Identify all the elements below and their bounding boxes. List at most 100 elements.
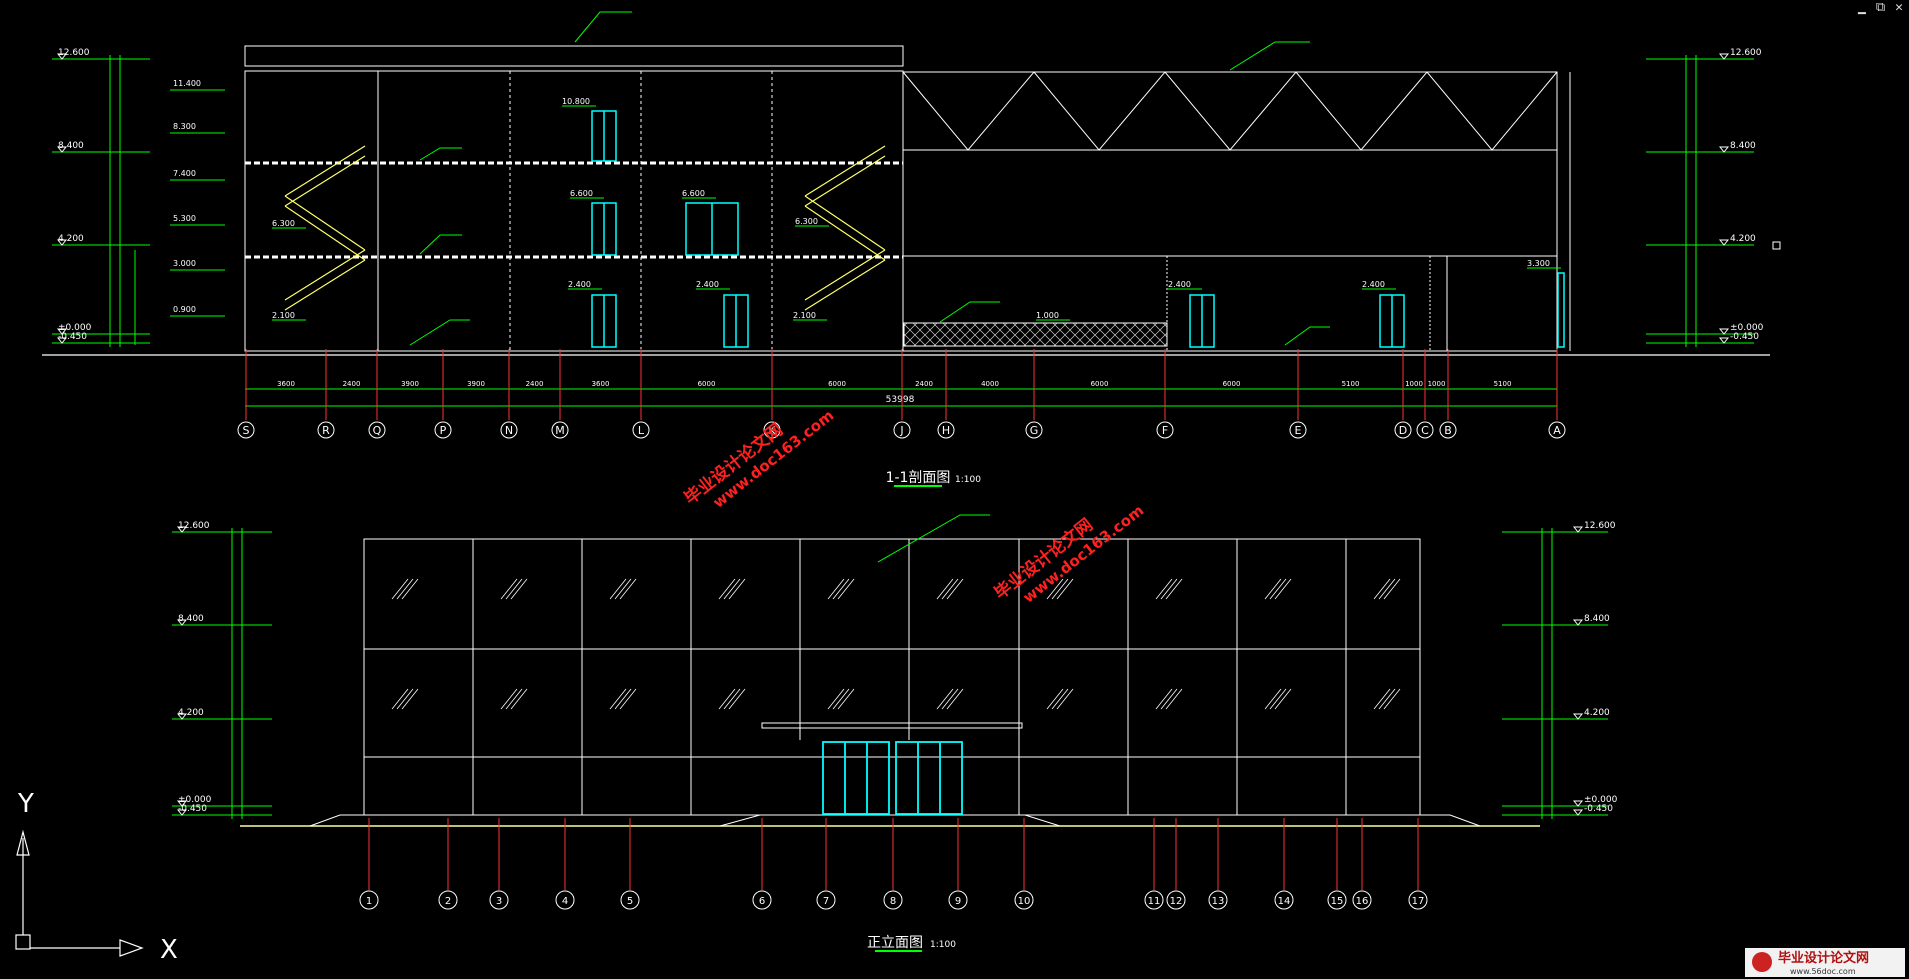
bay-dim-label: 5100 [1342, 380, 1360, 388]
room-level-label: 6.300 [795, 217, 818, 226]
section-axis-label: P [440, 424, 447, 437]
level-marker-icon [1718, 146, 1730, 153]
level-marker-icon [1572, 809, 1584, 816]
inner-level-label: 0.900 [173, 305, 196, 314]
bay-dim-label: 3600 [592, 380, 610, 388]
reflection-mark [1383, 578, 1401, 600]
front-axis-bubble [1166, 890, 1186, 910]
section-axis-bubble [237, 421, 255, 439]
front-axis-label: 5 [627, 896, 633, 907]
level-label: 12.600 [58, 48, 90, 58]
section-axis-bubble [763, 421, 781, 439]
reflection-mark [936, 578, 954, 600]
level-marker-icon [1718, 239, 1730, 246]
reflection-mark [728, 688, 746, 710]
front-axis-label: 13 [1212, 896, 1225, 907]
inner-level-label: 11.400 [173, 79, 201, 88]
reflection-mark [1264, 688, 1282, 710]
reflection-mark [1264, 578, 1282, 600]
front-axis-label: 14 [1278, 896, 1291, 907]
restore-button[interactable]: ⧉ [1875, 0, 1886, 15]
inner-level-label: 8.300 [173, 122, 196, 131]
reflection-mark [500, 688, 518, 710]
reflection-mark [1373, 688, 1391, 710]
level-label: 4.200 [58, 234, 84, 244]
reflection-mark [510, 688, 528, 710]
front-axis-bubble [359, 890, 379, 910]
site-logo: 毕业设计论文网 www.56doc.com [1745, 948, 1905, 977]
reflection-mark [619, 578, 637, 600]
reflection-mark [1269, 578, 1287, 600]
bay-dim-label: 4000 [981, 380, 999, 388]
level-label: 12.600 [1584, 521, 1616, 531]
reflection-mark [1378, 688, 1396, 710]
reflection-mark [936, 688, 954, 710]
reflection-mark [946, 688, 964, 710]
reflection-mark [401, 688, 419, 710]
room-level-label: 3.300 [1527, 259, 1550, 268]
room-level-label: 1.000 [1036, 311, 1059, 320]
inner-level-label: 5.300 [173, 214, 196, 223]
level-marker-icon [1572, 800, 1584, 807]
section-axis-label: G [1030, 424, 1039, 437]
reflection-mark [614, 688, 632, 710]
front-axis-bubble [620, 890, 640, 910]
bay-dim-label: 2400 [343, 380, 361, 388]
section-axis-bubble [368, 421, 386, 439]
bay-dim-label: 6000 [828, 380, 846, 388]
section-axis-bubble [1416, 421, 1434, 439]
reflection-mark [1046, 688, 1064, 710]
section-axis-bubble [1439, 421, 1457, 439]
level-marker-icon [56, 146, 68, 153]
reflection-mark [1155, 688, 1173, 710]
front-axis-label: 1 [366, 896, 372, 907]
level-label: ±0.000 [1584, 795, 1618, 805]
reflection-mark [1046, 578, 1064, 600]
front-title: 正立面图 [867, 935, 923, 951]
level-label: 8.400 [178, 614, 204, 624]
front-axis-label: 12 [1170, 896, 1183, 907]
level-label: -0.450 [1730, 332, 1759, 342]
minimize-button[interactable]: ▁ [1858, 0, 1866, 15]
level-marker-icon [1718, 337, 1730, 344]
reflection-mark [609, 578, 627, 600]
front-axis-label: 3 [496, 896, 502, 907]
reflection-mark [391, 578, 409, 600]
section-leaders [409, 11, 1330, 346]
reflection-mark [941, 578, 959, 600]
section-axis-label: N [505, 424, 513, 437]
reflection-mark [505, 578, 523, 600]
level-marker-icon [1718, 53, 1730, 60]
close-button[interactable]: ✕ [1895, 0, 1903, 15]
reflection-mark [1155, 578, 1173, 600]
room-level-label: 2.100 [793, 311, 816, 320]
level-label: 8.400 [58, 141, 84, 151]
section-axis-label: F [1162, 424, 1168, 437]
level-marker-icon [56, 337, 68, 344]
level-marker-icon [1572, 526, 1584, 533]
glazing-reflection-marks [391, 578, 1401, 710]
front-axis-bubble [883, 890, 903, 910]
room-level-label: 2.100 [272, 311, 295, 320]
inner-level-label: 3.000 [173, 259, 196, 268]
reflection-mark [1269, 688, 1287, 710]
level-marker-icon [56, 53, 68, 60]
reflection-mark [1165, 578, 1183, 600]
reflection-mark [1051, 688, 1069, 710]
grip-marker [1772, 241, 1781, 250]
reflection-mark [401, 578, 419, 600]
section-axis-label: D [1399, 424, 1407, 437]
watermark-1: 毕业设计论文网 www.doc163.com [680, 406, 837, 511]
reflection-mark [718, 578, 736, 600]
logo-url: www.56doc.com [1790, 967, 1856, 976]
reflection-mark [723, 688, 741, 710]
reflection-mark [391, 688, 409, 710]
front-axis-label: 11 [1148, 896, 1161, 907]
section-axis-label: Q [373, 424, 382, 437]
reflection-mark [396, 578, 414, 600]
